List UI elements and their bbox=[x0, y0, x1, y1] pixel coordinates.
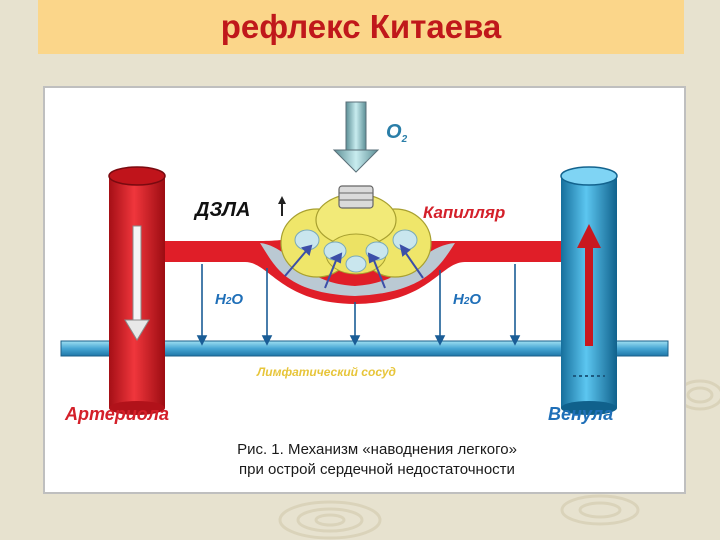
dzla-label: ДЗЛА bbox=[193, 199, 250, 221]
venule-label: Венула bbox=[548, 404, 613, 424]
fluid-arrows bbox=[284, 244, 424, 289]
lymphatic-label: Лимфатический сосуд bbox=[256, 365, 396, 379]
capillary-diagram: O2 ДЗЛА Капилляр H2O H2O Лимфатический с… bbox=[60, 101, 669, 478]
figure-caption-line2: при острой сердечной недостаточности bbox=[239, 461, 515, 478]
arteriole-label: Артериола bbox=[64, 404, 169, 424]
diagram-frame: O2 ДЗЛА Капилляр H2O H2O Лимфатический с… bbox=[43, 86, 686, 494]
figure-caption-line1: Рис. 1. Механизм «наводнения легкого» bbox=[237, 441, 517, 458]
filtration-lines bbox=[196, 264, 521, 346]
up-arrow-icon bbox=[278, 196, 286, 216]
venule-top bbox=[560, 166, 618, 186]
o2-label: O2 bbox=[386, 121, 408, 145]
arteriole-top bbox=[108, 166, 166, 186]
down-arrow-icon bbox=[332, 101, 380, 173]
capillary-fluid bbox=[260, 243, 455, 296]
airway-plug bbox=[338, 185, 374, 209]
water-label-left: H2O bbox=[215, 291, 243, 308]
title-bar: рефлекс Китаева bbox=[38, 0, 684, 54]
venule-flow-arrow bbox=[577, 224, 601, 346]
arteriole-flow-arrow bbox=[124, 225, 150, 341]
lymphatic-vessel bbox=[60, 340, 669, 357]
water-label-right: H2O bbox=[453, 291, 481, 308]
capillary-label: Капилляр bbox=[423, 203, 505, 222]
slide-title: рефлекс Китаева bbox=[220, 8, 502, 45]
